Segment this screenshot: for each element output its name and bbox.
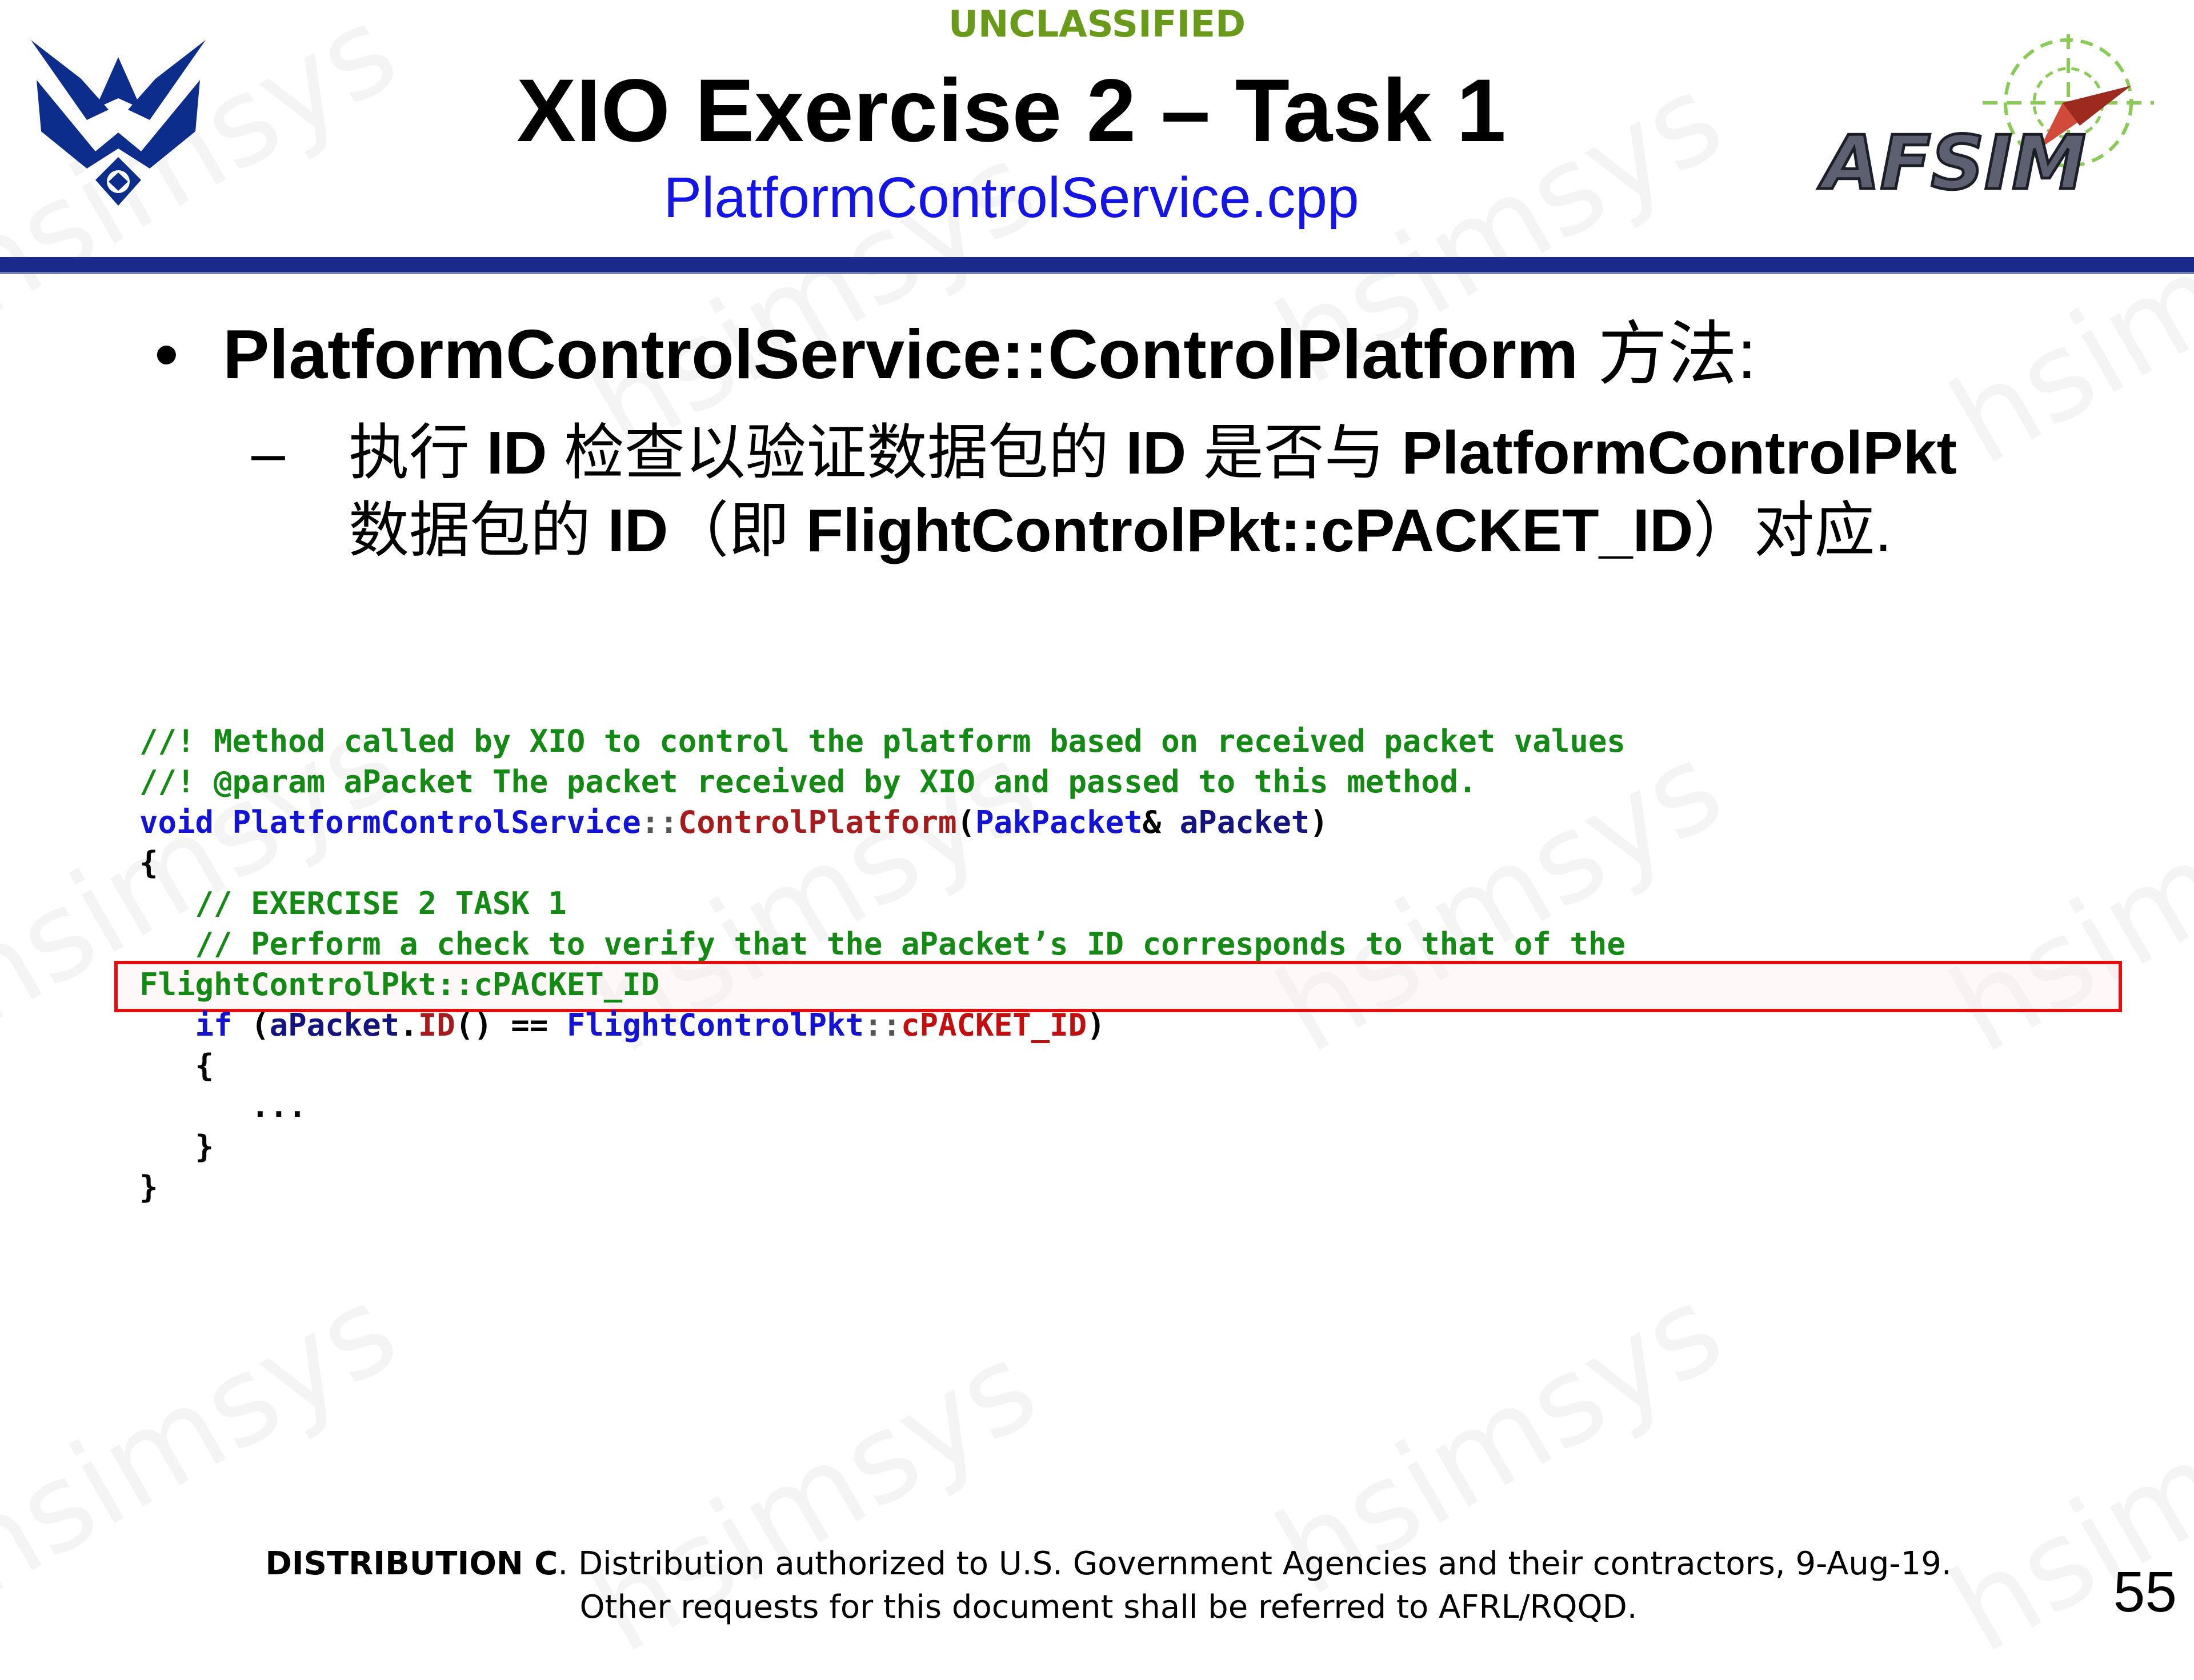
text-run: 是否与: [1186, 419, 1402, 487]
code-punctuation: (: [956, 804, 976, 840]
classification-banner: UNCLASSIFIED: [948, 3, 1246, 46]
text-run: 检查以验证数据包的: [547, 419, 1126, 487]
bullet-text: PlatformControlService::ControlPlatform …: [223, 314, 2108, 394]
code-operator: () ==: [455, 1007, 567, 1043]
code-comment: //! @param aPacket The packet received b…: [139, 764, 1477, 800]
afsim-target-icon: AFSIM: [1816, 34, 2154, 208]
text-run: 执行: [349, 419, 487, 487]
code-keyword: if: [195, 1007, 233, 1043]
code-constant: cPACKET_ID: [901, 1007, 1087, 1043]
code-brace: }: [139, 1129, 214, 1165]
sub-bullet-marker: –: [251, 419, 285, 487]
air-force-wings-icon: [31, 40, 206, 206]
code-comment: FlightControlPkt::cPACKET_ID: [139, 967, 660, 1003]
code-punctuation: (: [232, 1007, 270, 1043]
code-comment: // Perform a check to verify that the aP…: [139, 926, 1626, 962]
code-punctuation: &: [1142, 804, 1180, 840]
code-class-name: PlatformControlService: [232, 804, 641, 840]
code-type-name: PakPacket: [975, 804, 1143, 840]
code-ellipsis: ...: [139, 1088, 307, 1124]
code-punctuation: .: [399, 1007, 418, 1043]
afsim-logo: AFSIM: [1811, 34, 2154, 208]
text-run-bold: PlatformControlPkt: [1402, 419, 1957, 487]
text-run-bold: ID: [1126, 419, 1187, 487]
distribution-line-1: DISTRIBUTION C. Distribution authorized …: [0, 1542, 2194, 1586]
text-run-bold: ID: [607, 497, 668, 564]
code-method-call: ID: [418, 1007, 455, 1043]
distribution-label: DISTRIBUTION C: [265, 1545, 558, 1582]
code-punctuation: ): [1087, 1007, 1106, 1043]
slide-subtitle: PlatformControlService.cpp: [663, 166, 1359, 230]
code-block: //! Method called by XIO to control the …: [139, 721, 2111, 1208]
code-keyword: void: [139, 804, 214, 840]
code-brace: }: [139, 1169, 158, 1205]
code-brace: {: [139, 845, 158, 881]
code-identifier: aPacket: [269, 1007, 400, 1043]
code-brace: {: [139, 1048, 214, 1084]
code-parameter: aPacket: [1179, 804, 1310, 840]
code-type-name: FlightControlPkt: [566, 1007, 864, 1043]
code-punctuation: ): [1310, 804, 1328, 840]
text-run: 数据包的: [349, 497, 608, 564]
code-operator: ::: [640, 804, 678, 840]
method-name: PlatformControlService::ControlPlatform: [223, 315, 1579, 393]
distribution-line-2: Other requests for this document shall b…: [579, 1589, 1638, 1626]
header-divider: [0, 257, 2194, 274]
distribution-text: . Distribution authorized to U.S. Govern…: [558, 1545, 1952, 1582]
text-run-bold: ID: [486, 419, 547, 487]
code-function-name: ControlPlatform: [678, 804, 957, 840]
text-run: （即: [668, 497, 806, 564]
distribution-statement: DISTRIBUTION C. Distribution authorized …: [0, 1542, 2194, 1629]
slide-title: XIO Exercise 2 – Task 1: [517, 61, 1506, 161]
air-force-logo: [24, 34, 213, 211]
text-run-bold: FlightControlPkt::cPACKET_ID: [806, 497, 1693, 564]
bullet-marker: •: [154, 315, 179, 393]
afsim-logo-text: AFSIM: [1817, 119, 2086, 206]
code-highlight-box: [114, 961, 2122, 1012]
code-comment: // EXERCISE 2 TASK 1: [139, 885, 567, 921]
code-comment: //! Method called by XIO to control the …: [139, 723, 1626, 759]
bullet-suffix: 方法:: [1578, 315, 1757, 393]
text-run: ）对应.: [1693, 497, 1892, 564]
code-operator: ::: [863, 1007, 902, 1043]
sub-bullet-text: 执行 ID 检查以验证数据包的 ID 是否与 PlatformControlPk…: [349, 414, 2148, 570]
page-number: 55: [2113, 1560, 2177, 1624]
